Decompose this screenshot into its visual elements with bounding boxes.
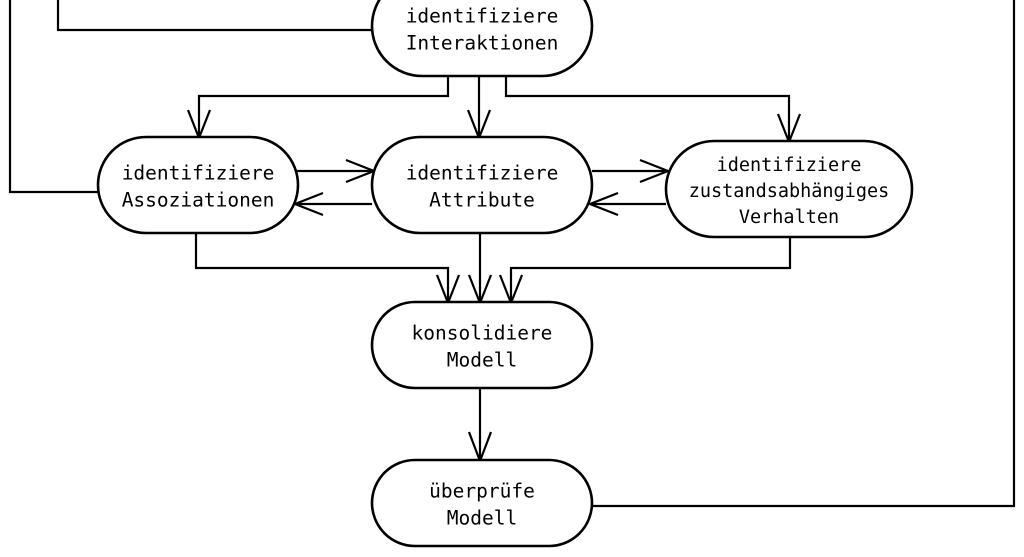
edge-offpage-left-to-assoziationen [8,0,100,194]
edge-interaktionen-to-verhalten [504,76,802,146]
node-label-line-1: identifiziere [717,155,862,176]
edge-assoziationen-to-konsolidiere [194,233,461,307]
node-identifiziere-zustandsabhaengiges-verhalten[interactable]: identifiziere zustandsabhängiges Verhalt… [664,139,914,239]
edge-ueberpruefe-feedback-right [592,0,1016,508]
edge-konsolidiere-to-ueberpruefe [467,388,493,465]
node-ueberpruefe-modell[interactable]: überprüfe Modell [370,458,594,548]
node-label-line-1: identifiziere [122,162,275,185]
edge-attribute-to-assoziationen [291,191,372,217]
node-label-line-2: Assoziationen [122,189,275,212]
node-label-line-2: Modell [447,507,517,530]
edge-attribute-to-konsolidiere [467,233,493,307]
node-label-line-2: Modell [447,349,517,372]
node-konsolidiere-modell[interactable]: konsolidiere Modell [370,300,594,390]
node-label-line-3: Verhalten [739,207,839,228]
node-identifiziere-assoziationen[interactable]: identifiziere Assoziationen [96,135,300,235]
edge-interaktionen-to-assoziationen [186,76,450,142]
node-label-line-1: identifiziere [406,5,559,28]
edge-interaktionen-feedback-left [56,0,372,32]
node-label-line-2: Attribute [429,189,535,212]
node-label-line-2: zustandsabhängiges [689,181,889,202]
edge-verhalten-to-konsolidiere [498,237,792,307]
edge-assoziationen-to-attribute [297,158,378,184]
node-label-line-1: konsolidiere [412,322,553,345]
node-identifiziere-attribute[interactable]: identifiziere Attribute [370,135,594,235]
node-identifiziere-interaktionen[interactable]: identifiziere Interaktionen [370,0,594,78]
edge-attribute-to-verhalten [592,158,672,184]
node-label-line-2: Interaktionen [406,32,559,55]
node-label-line-1: überprüfe [429,480,535,503]
node-label-line-1: identifiziere [406,162,559,185]
edge-interaktionen-to-attribute [466,76,492,142]
edge-verhalten-to-attribute [586,191,666,217]
